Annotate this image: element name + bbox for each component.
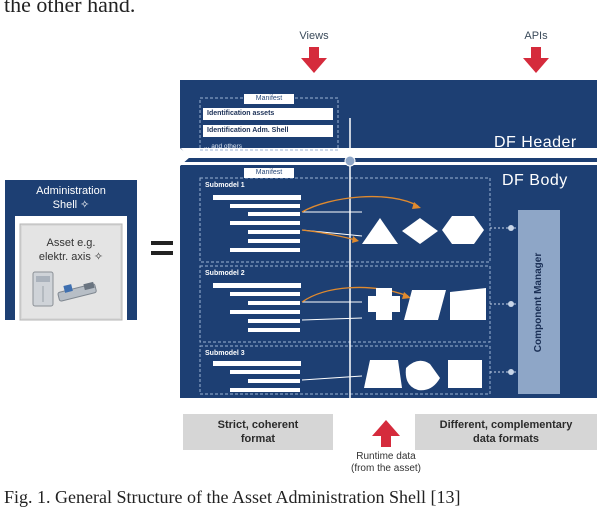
submodel-3-label: Submodel 3 [205, 350, 245, 357]
parallelogram-shape [404, 290, 446, 320]
asset-label-line1: Asset e.g. [46, 237, 96, 249]
axis-junction [344, 155, 356, 167]
runtime-data-label: Runtime data (from the asset) [346, 451, 426, 475]
figure-caption: Fig. 1. General Structure of the Asset A… [4, 487, 461, 507]
orange-arrow-2 [301, 229, 357, 241]
df-body-label: DF Body [502, 172, 568, 189]
submodel-1-area [199, 177, 491, 263]
strict-format-line2: format [240, 433, 276, 445]
equals-bottom-bar [151, 251, 173, 255]
submodel-2-rows [213, 283, 301, 332]
admin-shell-title-line1: Administration [36, 185, 106, 197]
admin-shell-header [5, 180, 137, 216]
complementary-formats-box: Different, complementary data formats [415, 414, 597, 450]
rectangle-shape [448, 360, 482, 388]
pentagon-shape [405, 360, 440, 391]
admin-shell-title: Administration Shell ✧ [5, 184, 137, 212]
complementary-formats-line1: Different, complementary [439, 419, 573, 431]
submodel-2-label: Submodel 2 [205, 270, 245, 277]
component-manager-label-wrap: Component Manager [518, 210, 560, 394]
header-row-identification-assets: Identification assets [203, 108, 333, 120]
submodel-1-label: Submodel 1 [205, 182, 245, 189]
apis-label: APIs [524, 30, 548, 42]
component-manager-label: Component Manager [533, 252, 545, 352]
asset-label: Asset e.g. elektr. axis ✧ [22, 236, 120, 264]
admin-shell-title-line2: Shell ✧ [52, 199, 90, 211]
submodel-3-rows [213, 361, 301, 392]
preceding-text: the other hand. [4, 0, 136, 17]
complementary-formats-line2: data formats [472, 433, 540, 445]
df-header-label: DF Header [494, 134, 577, 151]
equals-sign: = [151, 236, 173, 260]
diamond-shape [402, 218, 438, 244]
apis-arrow [523, 47, 549, 73]
strict-format-box: Strict, coherent format [183, 414, 333, 450]
body-manifest-tab: Manifest [244, 168, 294, 178]
hexagon-shape [442, 216, 484, 244]
component-manager-box [518, 210, 560, 394]
asset-label-line2: elektr. axis ✧ [38, 251, 104, 263]
header-row-identification-shell: Identification Adm. Shell [203, 125, 333, 137]
strict-format-line1: Strict, coherent [217, 419, 299, 431]
submodel-1-rows [213, 195, 301, 252]
trapezoid-shape [450, 288, 486, 320]
asset-device-image [32, 271, 97, 307]
triangle-shape [362, 218, 398, 244]
equals-top-bar [151, 241, 173, 245]
runtime-data-line1: Runtime data [356, 451, 416, 462]
views-label: Views [299, 30, 329, 42]
trapezoid-shape-2 [364, 360, 402, 388]
orange-arrow-1 [301, 195, 419, 213]
header-others-text: ... and others [204, 143, 242, 150]
runtime-data-line2: (from the asset) [350, 463, 422, 474]
header-manifest-tab: Manifest [244, 94, 294, 104]
runtime-arrow [372, 420, 400, 447]
cross-shape [368, 288, 400, 320]
submodel-3-area [199, 345, 491, 395]
orange-arrow-3 [301, 286, 409, 303]
views-arrow [301, 47, 327, 73]
